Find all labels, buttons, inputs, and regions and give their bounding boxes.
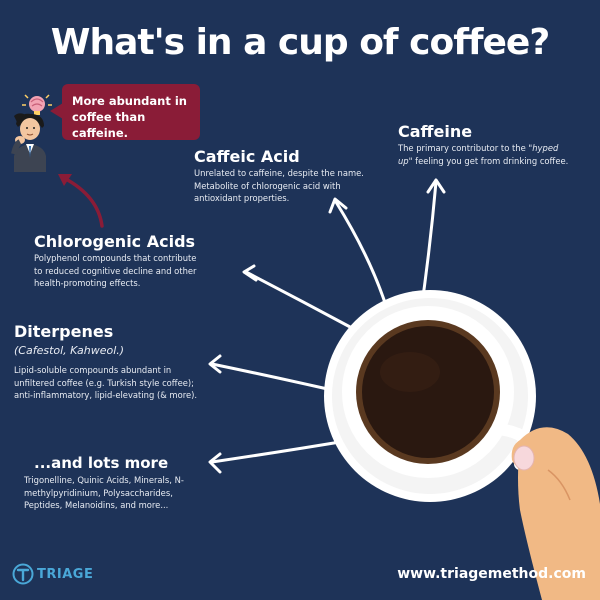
diterpenes-description: Lipid-soluble compounds abundant in unfi… bbox=[14, 364, 214, 402]
hand-icon bbox=[511, 427, 600, 600]
caffeic-acid-desc-line: Metabolite of chlorogenic acid with bbox=[194, 180, 341, 191]
diterpenes-desc-line: unfiltered coffee (e.g. Turkish style co… bbox=[14, 377, 194, 388]
caffeine-desc-text-2: feeling you get from drinking coffee. bbox=[412, 155, 569, 166]
caffeine-desc-text: The primary contributor to the bbox=[398, 143, 529, 153]
chlorogenic-acids-heading: Chlorogenic Acids bbox=[34, 232, 196, 251]
chlorogenic-desc-line: to reduced cognitive decline and other bbox=[34, 265, 197, 276]
bubble-text-line2: coffee than caffeine. bbox=[72, 110, 146, 140]
caffeic-acid-description: Unrelated to caffeine, despite the name.… bbox=[194, 167, 394, 205]
more-desc-line: Trigonelline, Quinic Acids, Minerals, N- bbox=[24, 475, 184, 485]
caffeine-desc-italic: "hyped bbox=[528, 143, 559, 153]
triage-logo[interactable]: TRIAGE bbox=[12, 562, 93, 586]
page-title: What's in a cup of coffee? bbox=[50, 22, 550, 63]
more-desc-line: methylpyridinium, Polysaccharides, bbox=[24, 487, 173, 498]
diterpenes-desc-line: anti-inflammatory, lipid-elevating (& mo… bbox=[14, 390, 198, 400]
bubble-arrow-icon bbox=[58, 174, 104, 228]
more-heading: ...and lots more bbox=[34, 454, 169, 472]
thinking-man-icon bbox=[11, 94, 52, 172]
brain-lightbulb-icon bbox=[22, 94, 52, 115]
coffee-liquid bbox=[362, 326, 494, 458]
website-link[interactable]: www.triagemethod.com bbox=[397, 566, 586, 582]
chlorogenic-acids-description: Polyphenol compounds that contribute to … bbox=[34, 252, 234, 290]
diterpenes-subheading: (Cafestol, Kahweol.) bbox=[14, 344, 125, 357]
caffeine-desc-italic-2: up" bbox=[398, 155, 413, 166]
caffeic-acid-desc-line: antioxidant properties. bbox=[194, 193, 290, 203]
triage-logo-icon bbox=[12, 563, 34, 585]
chlorogenic-desc-line: Polyphenol compounds that contribute bbox=[34, 253, 197, 263]
diterpenes-desc-line: Lipid-soluble compounds abundant in bbox=[14, 365, 172, 375]
more-desc-line: Peptides, Melanoidins, and more... bbox=[24, 500, 169, 510]
caffeine-description: The primary contributor to the "hyped up… bbox=[398, 142, 594, 167]
logo-text: TRIAGE bbox=[37, 566, 94, 582]
more-description: Trigonelline, Quinic Acids, Minerals, N-… bbox=[24, 474, 220, 512]
chlorogenic-desc-line: health-promoting effects. bbox=[34, 278, 141, 288]
caffeine-heading: Caffeine bbox=[398, 122, 473, 141]
speech-bubble: More abundant in coffee than caffeine. bbox=[62, 84, 200, 140]
speech-bubble-tail bbox=[50, 103, 63, 119]
caffeic-acid-desc-line: Unrelated to caffeine, despite the name. bbox=[194, 168, 364, 178]
arrow-heads bbox=[208, 178, 446, 474]
diterpenes-heading: Diterpenes bbox=[14, 322, 114, 341]
bubble-text-line1: More abundant in bbox=[72, 94, 187, 108]
caffeic-acid-heading: Caffeic Acid bbox=[194, 147, 300, 166]
